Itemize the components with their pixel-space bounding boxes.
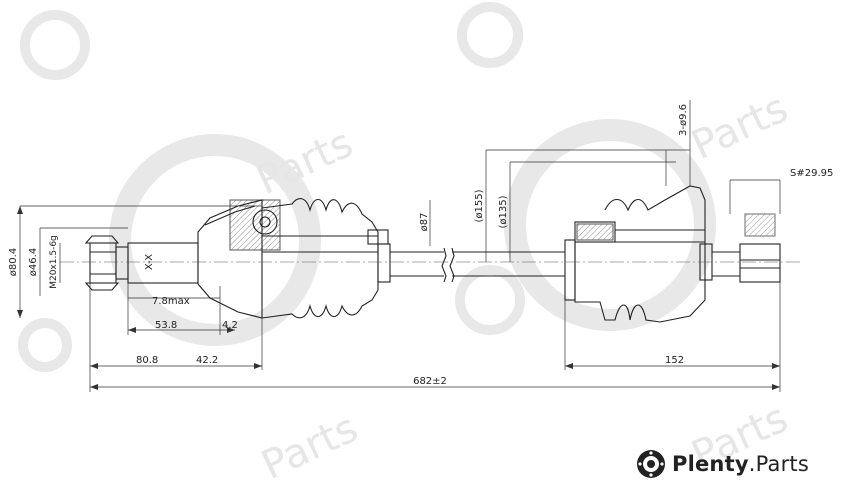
dim-axis-label: X-X [144, 254, 155, 270]
brand-name: Plenty.Parts [672, 452, 809, 476]
dim-diameter-80-4: ø80.4 [8, 248, 19, 276]
watermark: Parts Parts Parts Parts [18, 2, 795, 489]
brand-name-bold: Plenty [672, 452, 749, 476]
brand-name-rest: .Parts [748, 452, 809, 476]
dim-80-8: 80.8 [136, 355, 158, 366]
dim-diameter-46-4: ø46.4 [28, 248, 39, 276]
dim-spline: S#29.95 [790, 168, 833, 179]
dimension-labels: ø80.4 ø46.4 M20x1.5-6g X-X 7.8max 53.8 4… [8, 104, 833, 387]
brake-disc-icon [637, 450, 665, 478]
watermark-text: Parts [255, 405, 365, 489]
dim-diameter-155: (ø155) [474, 189, 485, 222]
dim-42-2: 42.2 [196, 355, 218, 366]
brand-logo: Plenty.Parts [636, 449, 809, 479]
shaft-outline [84, 185, 781, 323]
dim-7-8-max: 7.8max [152, 296, 190, 307]
dim-holes: 3-ø9.6 [678, 104, 689, 136]
dim-4-2: 4.2 [222, 320, 238, 331]
dim-diameter-87: ø87 [419, 213, 430, 232]
dim-total-length: 682±2 [413, 376, 447, 387]
dimension-lines [19, 100, 781, 392]
dim-53-8: 53.8 [155, 320, 177, 331]
dimension-arrows [17, 206, 780, 390]
watermark-text: Parts [685, 85, 795, 169]
dim-thread: M20x1.5-6g [49, 235, 59, 289]
dim-152: 152 [665, 355, 684, 366]
dim-diameter-135: (ø135) [498, 195, 509, 228]
